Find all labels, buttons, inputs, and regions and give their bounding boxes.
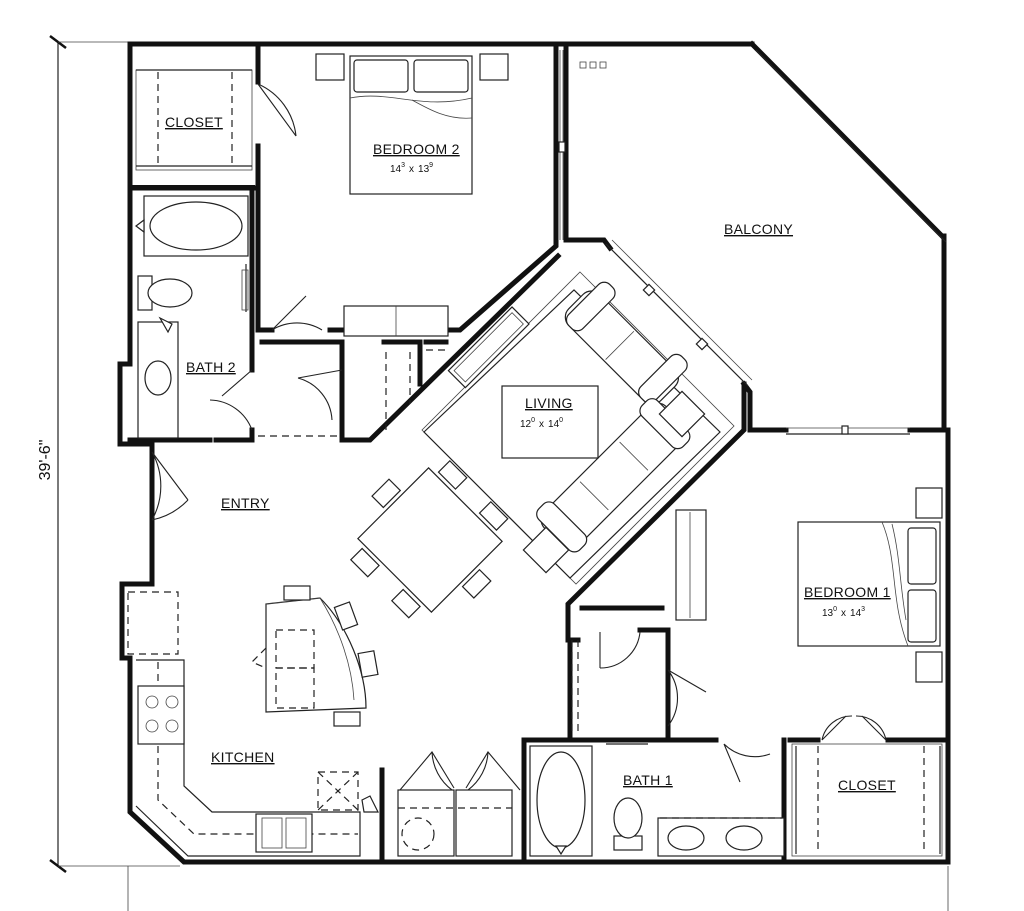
bedroom2-width: 14	[390, 164, 402, 175]
dim-separator: x	[841, 608, 846, 619]
bedroom2-width-inches: 3	[401, 162, 405, 169]
closet-bottom-shelving	[791, 743, 943, 857]
vent-marker	[579, 61, 587, 69]
bedroom1-width: 13	[822, 608, 834, 619]
room-label-closet-top: CLOSET	[165, 114, 223, 130]
room-label-bath1: BATH 1	[623, 772, 673, 788]
dim-separator: x	[539, 419, 544, 430]
closet-top-shelving	[135, 69, 253, 171]
room-label-entry: ENTRY	[221, 495, 270, 511]
bedroom2-height-inches: 9	[429, 162, 433, 169]
exterior-walls	[117, 40, 951, 865]
kitchen-cabinetry	[127, 591, 379, 857]
bedroom2-furniture	[315, 53, 509, 337]
vent-marker	[599, 61, 607, 69]
dim-separator: x	[409, 164, 414, 175]
bedroom1-height: 14	[850, 608, 862, 619]
doors	[151, 83, 887, 791]
living-height-inches: 0	[559, 417, 563, 424]
living-height: 14	[548, 419, 560, 430]
room-label-bedroom2: BEDROOM 2	[373, 141, 460, 157]
vent-marker	[589, 61, 597, 69]
bedroom2-window	[558, 50, 566, 240]
living-width: 12	[520, 419, 532, 430]
bath1-fixtures	[529, 743, 785, 857]
kitchen-island	[250, 585, 379, 727]
room-label-bedroom1: BEDROOM 1	[804, 584, 891, 600]
living-balcony-slider	[605, 239, 753, 387]
room-label-bath2: BATH 2	[186, 359, 236, 375]
interior-walls	[127, 41, 951, 865]
balcony-rail	[755, 49, 947, 435]
room-label-balcony: BALCONY	[724, 221, 793, 237]
dashed-thresholds	[258, 349, 579, 736]
dining-set	[349, 459, 509, 619]
living-width-inches: 0	[531, 417, 535, 424]
overall-dimension-text: 39'-6"	[37, 440, 54, 481]
laundry	[397, 789, 513, 857]
bedroom1-furniture	[675, 487, 943, 683]
room-label-living: LIVING	[525, 395, 573, 411]
bedroom2-height: 13	[418, 164, 430, 175]
bedroom1-width-inches: 0	[833, 606, 837, 613]
room-label-closet-bottom: CLOSET	[838, 777, 896, 793]
bedroom1-height-inches: 3	[861, 606, 865, 613]
living-furniture	[421, 271, 735, 585]
room-label-kitchen: KITCHEN	[211, 749, 275, 765]
overall-dimension-line	[49, 35, 949, 911]
bath2-fixtures	[135, 195, 249, 439]
